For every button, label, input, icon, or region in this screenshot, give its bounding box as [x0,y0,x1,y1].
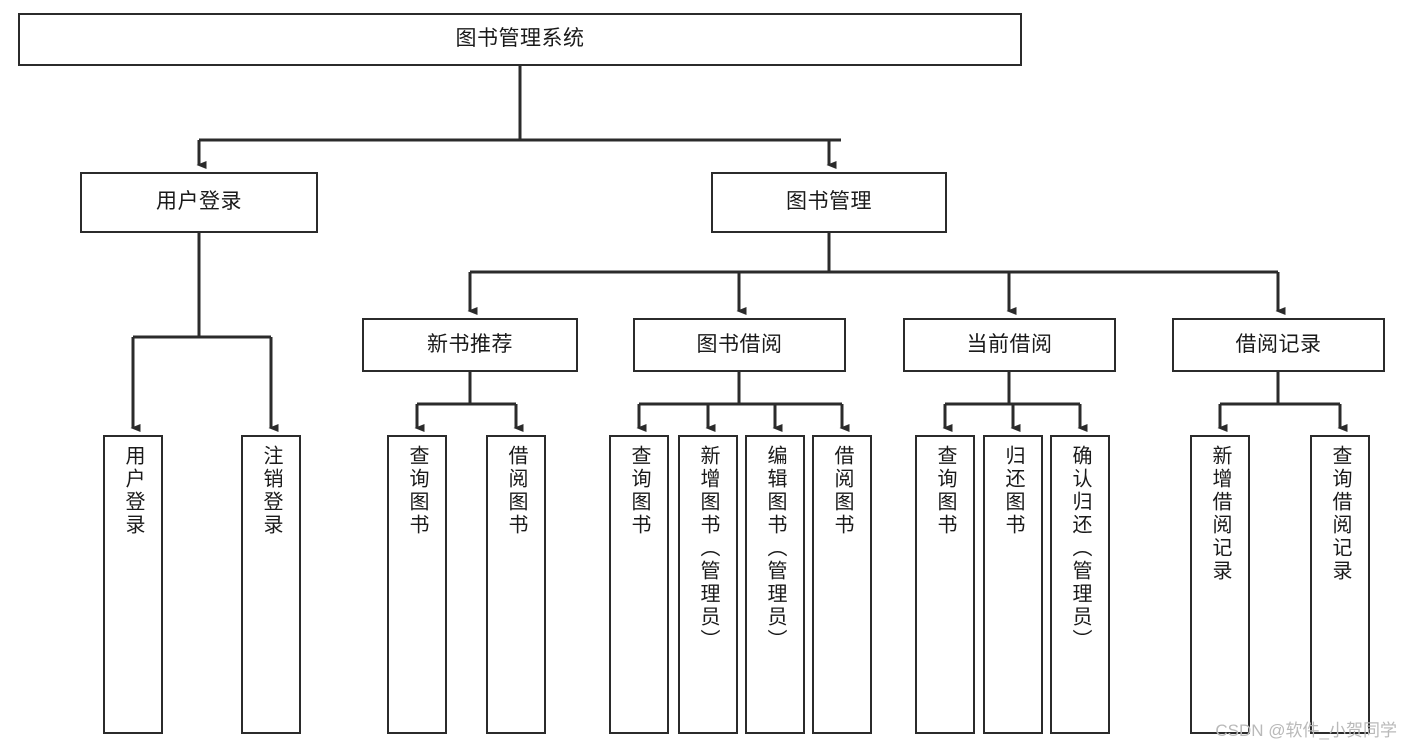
node-new-book-recommend-label: 新书推荐 [427,332,513,356]
leaf-add-borrow-record[interactable]: 新增借阅记录 [1190,435,1250,734]
node-book-borrow[interactable]: 图书借阅 [633,318,846,372]
node-root-label: 图书管理系统 [455,27,585,51]
leaf-add-book[interactable]: 新增图书（管理员） [678,435,738,734]
leaf-borrow-book-2-label: 借阅图书 [831,445,853,537]
node-root[interactable]: 图书管理系统 [18,13,1022,66]
node-user-login[interactable]: 用户登录 [80,172,318,233]
node-book-manage[interactable]: 图书管理 [711,172,947,233]
leaf-query-borrow-record[interactable]: 查询借阅记录 [1310,435,1370,734]
leaf-query-book-3[interactable]: 查询图书 [915,435,975,734]
leaf-query-book-2[interactable]: 查询图书 [609,435,669,734]
leaf-borrow-book-2[interactable]: 借阅图书 [812,435,872,734]
leaf-borrow-book-1[interactable]: 借阅图书 [486,435,546,734]
node-new-book-recommend[interactable]: 新书推荐 [362,318,578,372]
leaf-confirm-return-label: 确认归还（管理员） [1069,445,1091,652]
node-borrow-record-label: 借阅记录 [1235,332,1322,356]
leaf-query-book-2-label: 查询图书 [628,445,650,537]
leaf-return-book[interactable]: 归还图书 [983,435,1043,734]
node-current-borrow[interactable]: 当前借阅 [903,318,1116,372]
leaf-user-logout-label: 注销登录 [260,445,282,537]
leaf-user-login[interactable]: 用户登录 [103,435,163,734]
node-borrow-record[interactable]: 借阅记录 [1172,318,1385,372]
node-current-borrow-label: 当前借阅 [966,332,1053,356]
leaf-edit-book[interactable]: 编辑图书（管理员） [745,435,805,734]
leaf-edit-book-label: 编辑图书（管理员） [764,445,786,652]
leaf-user-logout[interactable]: 注销登录 [241,435,301,734]
leaf-return-book-label: 归还图书 [1002,445,1024,537]
leaf-query-borrow-record-label: 查询借阅记录 [1329,445,1351,583]
leaf-query-book-1[interactable]: 查询图书 [387,435,447,734]
leaf-add-borrow-record-label: 新增借阅记录 [1209,445,1231,583]
leaf-confirm-return[interactable]: 确认归还（管理员） [1050,435,1110,734]
leaf-borrow-book-1-label: 借阅图书 [505,445,527,537]
node-book-manage-label: 图书管理 [786,190,872,214]
leaf-query-book-3-label: 查询图书 [934,445,956,537]
node-book-borrow-label: 图书借阅 [696,332,783,356]
leaf-user-login-label: 用户登录 [122,445,144,537]
node-user-login-label: 用户登录 [156,190,242,214]
leaf-query-book-1-label: 查询图书 [406,445,428,537]
leaf-add-book-label: 新增图书（管理员） [697,445,719,652]
